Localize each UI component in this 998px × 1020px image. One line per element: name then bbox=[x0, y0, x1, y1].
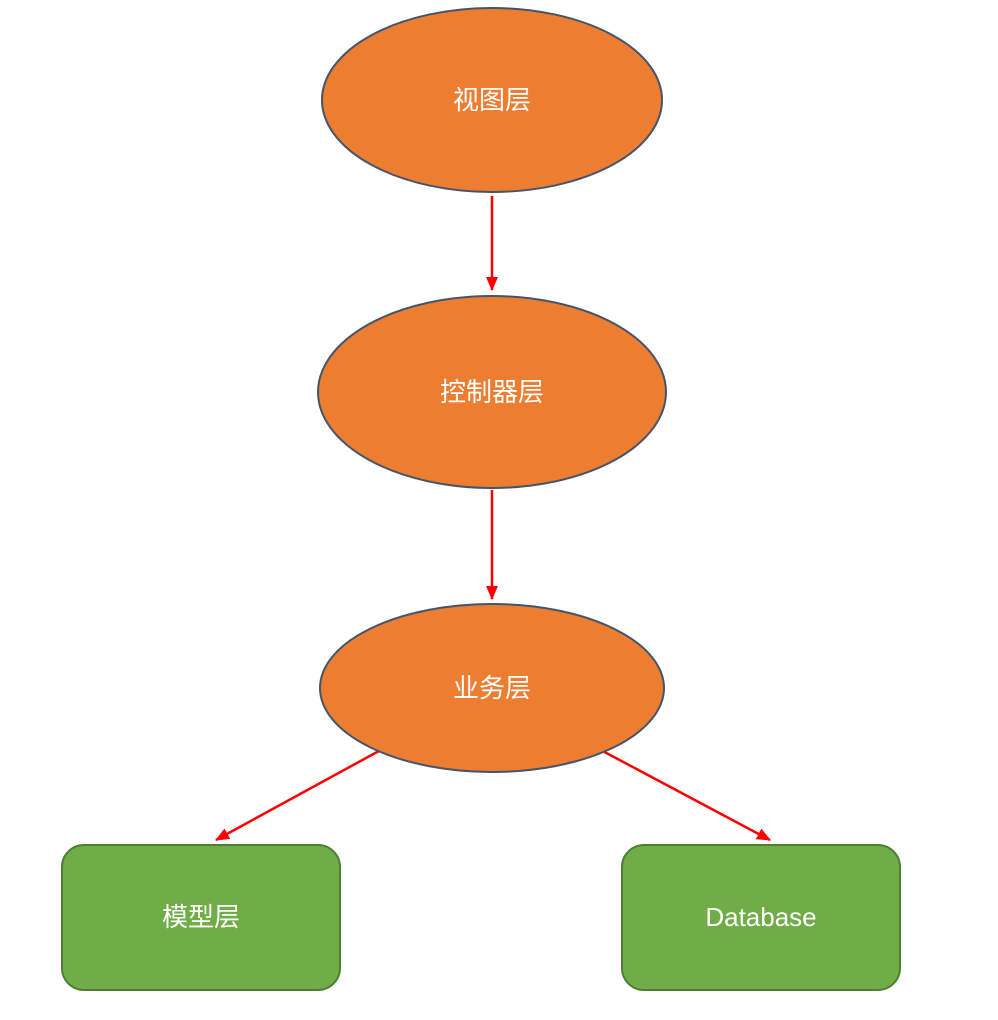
business-layer-label: 业务层 bbox=[453, 673, 531, 703]
node-model-layer: 模型层 bbox=[61, 844, 341, 991]
controller-layer-label: 控制器层 bbox=[440, 377, 544, 407]
view-layer-shape bbox=[321, 7, 663, 193]
node-database: Database bbox=[621, 844, 901, 991]
database-shape bbox=[621, 844, 901, 991]
controller-layer-shape bbox=[317, 295, 667, 489]
edge-business-to-database bbox=[596, 746, 771, 842]
business-layer-shape bbox=[319, 603, 665, 773]
edge-business-to-model bbox=[215, 744, 389, 842]
model-layer-label: 模型层 bbox=[162, 902, 240, 932]
view-layer-label: 视图层 bbox=[453, 85, 531, 115]
node-controller-layer: 控制器层 bbox=[317, 295, 667, 489]
node-business-layer: 业务层 bbox=[319, 603, 665, 773]
model-layer-shape bbox=[61, 844, 341, 991]
node-view-layer: 视图层 bbox=[321, 7, 663, 193]
database-label: Database bbox=[705, 902, 816, 932]
